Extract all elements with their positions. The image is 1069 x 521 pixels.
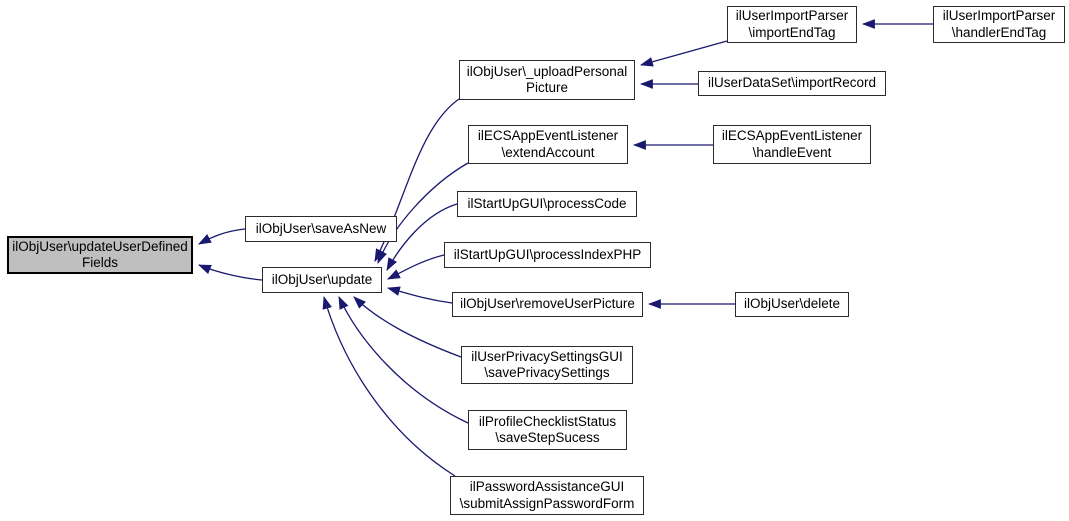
node-ilstartupgui-processcode[interactable]: ilStartUpGUI\processCode — [457, 191, 637, 217]
edge-saveasnew-to-updateuserdefinedfields — [198, 228, 246, 245]
edge-submitassignpasswordform-to-update — [322, 295, 456, 477]
node-ilprofilecheckliststatus-savestepsucess[interactable]: ilProfileChecklistStatus \saveStepSucess — [468, 410, 627, 450]
edge-update-to-updateuserdefinedfields — [197, 264, 263, 281]
edge-importendtag-to-uploadpersonalpicture — [639, 40, 728, 67]
edge-saveprivacysettings-to-update — [353, 296, 462, 358]
edge-processcode-to-update — [386, 203, 458, 271]
node-iluserdataset-importrecord[interactable]: ilUserDataSet\importRecord — [698, 71, 886, 96]
node-ilobjuser-update[interactable]: ilObjUser\update — [262, 267, 382, 293]
edge-savestepsucess-to-update — [338, 296, 469, 424]
node-iluserimportparser-handlerendtag[interactable]: ilUserImportParser \handlerEndTag — [933, 6, 1065, 43]
node-ilobjuser-delete[interactable]: ilObjUser\delete — [735, 292, 849, 317]
node-ilobjuser-saveasnew[interactable]: ilObjUser\saveAsNew — [245, 216, 397, 242]
node-ilobjuser-updateuserdefinedfields: ilObjUser\updateUserDefined Fields — [7, 236, 193, 274]
node-ilobjuser-removeuserpicture[interactable]: ilObjUser\removeUserPicture — [452, 292, 643, 317]
edge-processindexphp-to-update — [387, 254, 445, 280]
node-ilobjuser-uploadpersonalpicture[interactable]: ilObjUser\_uploadPersonal Picture — [459, 60, 635, 100]
node-ilpasswordassistancegui-submitassignpasswordform[interactable]: ilPasswordAssistanceGUI \submitAssignPas… — [450, 476, 644, 515]
edge-extendaccount-to-update — [377, 162, 469, 265]
node-iluserimportparser-importendtag[interactable]: ilUserImportParser \importEndTag — [727, 6, 857, 43]
edge-removeuserpicture-to-update — [386, 286, 453, 304]
node-iluserprivacysettingsgui-saveprivacysettings[interactable]: ilUserPrivacySettingsGUI \savePrivacySet… — [461, 346, 633, 384]
node-ilecsappeventlistener-handleevent[interactable]: ilECSAppEventListener \handleEvent — [713, 125, 871, 164]
node-ilstartupgui-processindexphp[interactable]: ilStartUpGUI\processIndexPHP — [444, 242, 651, 268]
node-ilecsappeventlistener-extendaccount[interactable]: ilECSAppEventListener \extendAccount — [468, 125, 628, 164]
